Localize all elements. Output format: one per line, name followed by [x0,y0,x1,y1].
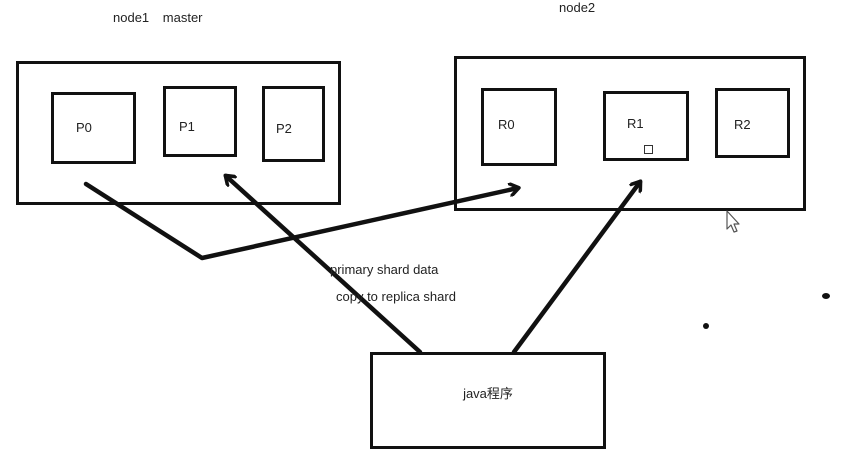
annotation-line-1: primary shard data [330,262,439,277]
shard-label: R0 [498,117,515,132]
primary-shard-p0: P0 [51,92,136,164]
node1-label: node1 master [113,10,203,25]
shard-label: P0 [76,120,92,135]
mouse-cursor-icon [726,210,740,233]
node1-name: node1 [113,10,150,25]
annotation-line-2: copy to replica shard [336,289,456,304]
replication-arrow [83,184,518,261]
shard-label: P1 [179,119,195,134]
primary-shard-p1: P1 [163,86,237,157]
node1-role: master [162,10,203,25]
write-arrow-to-p1 [226,176,423,355]
replica-shard-r2: R2 [715,88,790,158]
node1-box [16,61,341,205]
shard-label: R1 [627,116,644,131]
node2-label: node2 [559,0,596,15]
replica-shard-r1: R1 [603,91,689,161]
replica-shard-r0: R0 [481,88,557,166]
node2-box [454,56,806,211]
stray-dot [822,293,830,299]
shard-label: P2 [276,121,292,136]
java-program-box: java程序 [370,352,606,449]
java-program-label: java程序 [463,386,513,401]
stray-dot [703,323,709,329]
primary-shard-p2: P2 [262,86,325,162]
shard-label: R2 [734,117,751,132]
small-square-marker [644,145,653,154]
